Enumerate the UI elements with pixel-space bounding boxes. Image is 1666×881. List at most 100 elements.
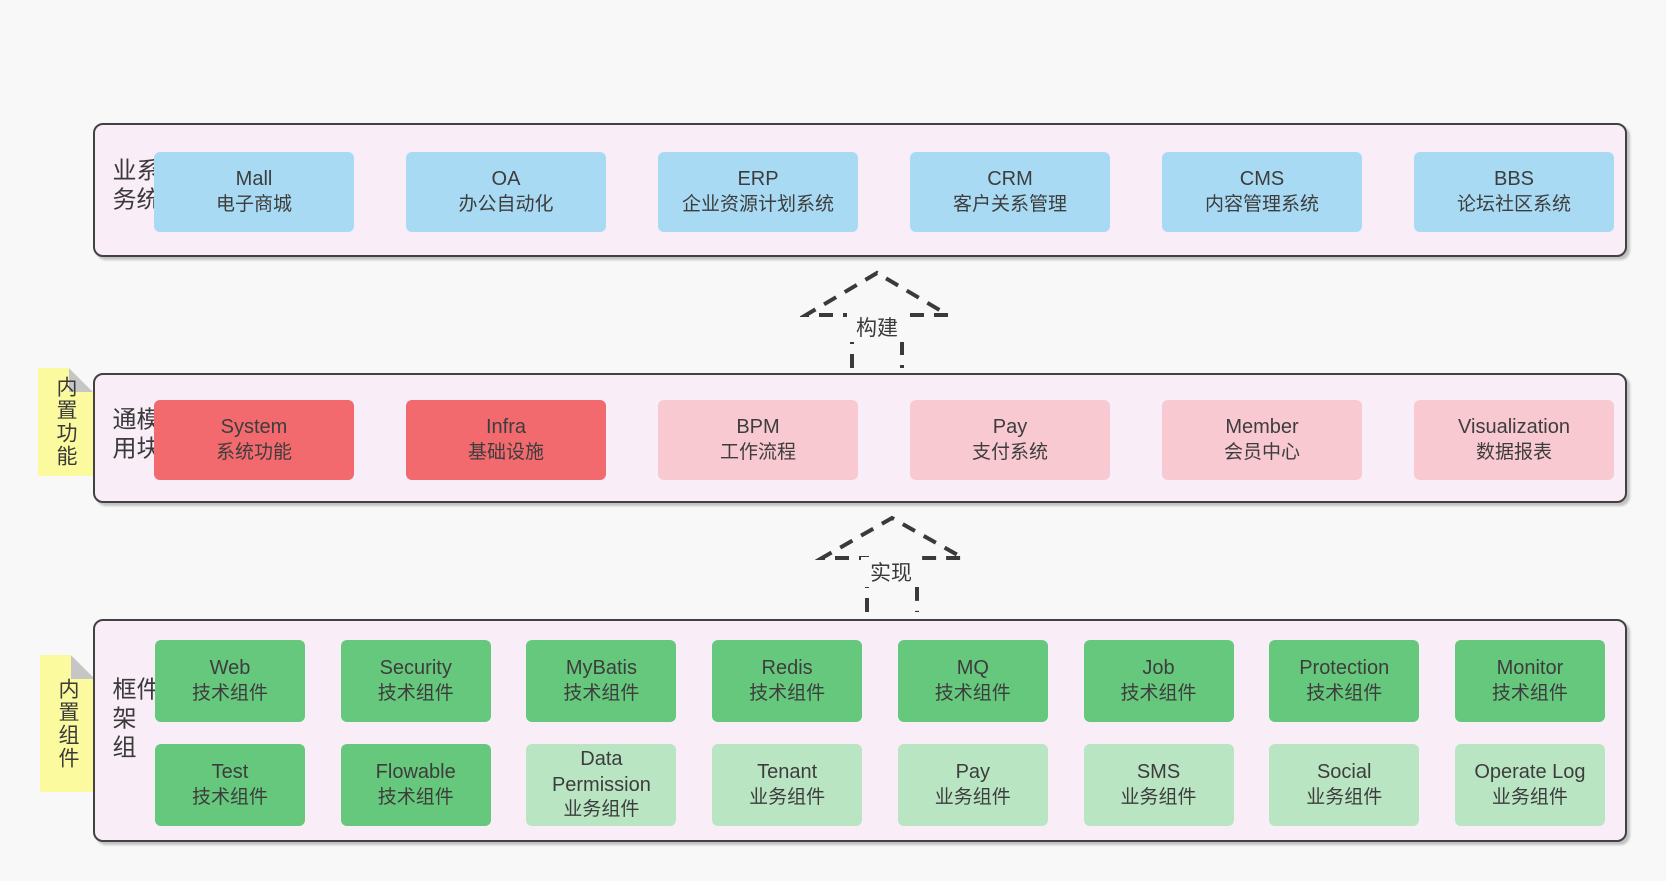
box-subtitle: 基础设施	[467, 441, 544, 463]
sticky-tab-built-in-components: 内置组件	[40, 655, 95, 792]
box-title: Tenant	[757, 761, 818, 784]
box-title: ERP	[737, 168, 779, 191]
box-title: Redis	[761, 657, 813, 680]
layer-label-common-modules: 通用模块	[108, 406, 159, 465]
layer-label-framework-components: 框架组件	[108, 675, 159, 763]
box-operate-log: Operate Log 业务组件	[1454, 744, 1605, 826]
box-subtitle: 技术组件	[191, 786, 268, 808]
folded-corner-icon	[71, 655, 95, 679]
box-bbs: BBS 论坛社区系统	[1414, 152, 1614, 232]
box-title: CMS	[1239, 168, 1285, 191]
box-system: System 系统功能	[154, 400, 354, 480]
box-test: Test 技术组件	[155, 744, 305, 826]
framework-components-row-2: Test 技术组件 Flowable 技术组件 Data Permission …	[155, 744, 1605, 826]
layer-label-business-systems: 业务系统	[108, 157, 159, 216]
box-title: SMS	[1136, 761, 1181, 784]
arrow-implement-label: 实现	[861, 557, 921, 587]
box-subtitle: 技术组件	[749, 682, 826, 704]
box-visualization: Visualization 数据报表	[1414, 400, 1614, 480]
layer-framework-components: 框架组件 Web 技术组件 Security 技术组件 MyBatis 技术组件…	[93, 619, 1627, 842]
box-mall: Mall 电子商城	[154, 152, 354, 232]
box-security: Security 技术组件	[340, 640, 491, 722]
box-subtitle: 数据报表	[1475, 441, 1552, 463]
box-subtitle: 电子商城	[215, 193, 292, 215]
box-title: Data Permission	[551, 748, 651, 796]
box-redis: Redis 技术组件	[712, 640, 863, 722]
common-modules-row: System 系统功能 Infra 基础设施 BPM 工作流程 Pay 支付系统…	[154, 400, 1614, 480]
box-title: Pay	[992, 416, 1028, 439]
box-protection: Protection 技术组件	[1269, 640, 1420, 722]
box-subtitle: 办公自动化	[458, 193, 554, 215]
box-member: Member 会员中心	[1162, 400, 1362, 480]
box-title: Monitor	[1496, 657, 1564, 680]
box-subtitle: 支付系统	[971, 441, 1048, 463]
box-data-permission: Data Permission 业务组件	[526, 744, 677, 826]
business-systems-row: Mall 电子商城 OA 办公自动化 ERP 企业资源计划系统 CRM 客户关系…	[154, 152, 1614, 232]
box-title: Protection	[1299, 657, 1390, 680]
box-title: OA	[491, 168, 521, 191]
box-title: Visualization	[1458, 416, 1570, 439]
box-subtitle: 技术组件	[1120, 682, 1197, 704]
box-title: Job	[1142, 657, 1175, 680]
box-title: CRM	[987, 168, 1033, 191]
box-subtitle: 技术组件	[377, 786, 454, 808]
box-title: Security	[379, 657, 452, 680]
box-subtitle: 业务组件	[934, 786, 1011, 808]
box-subtitle: 技术组件	[934, 682, 1011, 704]
box-title: BPM	[736, 416, 780, 439]
box-subtitle: 业务组件	[1491, 786, 1568, 808]
box-subtitle: 技术组件	[1491, 682, 1568, 704]
box-title: MyBatis	[565, 657, 637, 680]
box-subtitle: 企业资源计划系统	[681, 193, 834, 215]
box-subtitle: 业务组件	[749, 786, 826, 808]
box-subtitle: 客户关系管理	[952, 193, 1067, 215]
box-subtitle: 论坛社区系统	[1456, 193, 1571, 215]
box-web: Web 技术组件	[155, 640, 305, 722]
box-pay-module: Pay 支付系统	[910, 400, 1110, 480]
box-oa: OA 办公自动化	[406, 152, 606, 232]
box-title: Operate Log	[1474, 761, 1586, 784]
box-tenant: Tenant 业务组件	[712, 744, 863, 826]
box-title: Flowable	[375, 761, 456, 784]
box-subtitle: 技术组件	[1306, 682, 1383, 704]
box-title: Mall	[235, 168, 273, 191]
box-title: Social	[1316, 761, 1372, 784]
box-bpm: BPM 工作流程	[658, 400, 858, 480]
box-title: BBS	[1493, 168, 1535, 191]
box-cms: CMS 内容管理系统	[1162, 152, 1362, 232]
box-subtitle: 系统功能	[215, 441, 292, 463]
box-monitor: Monitor 技术组件	[1454, 640, 1605, 722]
box-subtitle: 业务组件	[1306, 786, 1383, 808]
box-job: Job 技术组件	[1083, 640, 1234, 722]
box-subtitle: 业务组件	[1120, 786, 1197, 808]
box-title: System	[220, 416, 288, 439]
box-mq: MQ 技术组件	[897, 640, 1048, 722]
box-title: Test	[211, 761, 249, 784]
layer-common-modules: 通用模块 System 系统功能 Infra 基础设施 BPM 工作流程 Pay…	[93, 373, 1627, 503]
box-subtitle: 业务组件	[563, 799, 640, 821]
framework-components-row-1: Web 技术组件 Security 技术组件 MyBatis 技术组件 Redi…	[155, 640, 1605, 722]
box-title: Infra	[485, 416, 527, 439]
sticky-tab-label: 内置组件	[56, 677, 79, 770]
box-social: Social 业务组件	[1269, 744, 1420, 826]
box-mybatis: MyBatis 技术组件	[526, 640, 677, 722]
box-subtitle: 技术组件	[563, 682, 640, 704]
box-subtitle: 技术组件	[377, 682, 454, 704]
box-title: Member	[1225, 416, 1299, 439]
box-subtitle: 工作流程	[719, 441, 796, 463]
box-subtitle: 技术组件	[191, 682, 268, 704]
box-subtitle: 会员中心	[1223, 441, 1300, 463]
box-title: Pay	[955, 761, 991, 784]
box-title: Web	[209, 657, 251, 680]
box-erp: ERP 企业资源计划系统	[658, 152, 858, 232]
arrow-build-label: 构建	[847, 312, 907, 342]
box-title: MQ	[956, 657, 989, 680]
sticky-tab-label: 内置功能	[54, 376, 77, 468]
box-subtitle: 内容管理系统	[1204, 193, 1319, 215]
layer-business-systems: 业务系统 Mall 电子商城 OA 办公自动化 ERP 企业资源计划系统 CRM…	[93, 123, 1627, 257]
box-crm: CRM 客户关系管理	[910, 152, 1110, 232]
box-pay-biz: Pay 业务组件	[897, 744, 1048, 826]
sticky-tab-built-in-features: 内置功能	[38, 368, 93, 476]
box-infra: Infra 基础设施	[406, 400, 606, 480]
